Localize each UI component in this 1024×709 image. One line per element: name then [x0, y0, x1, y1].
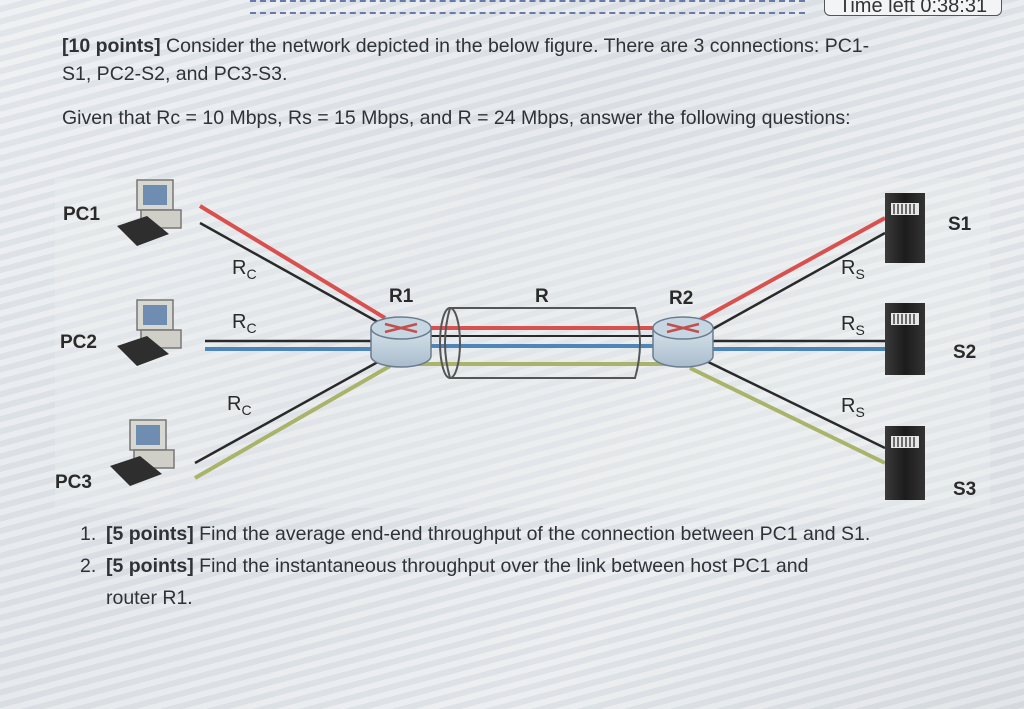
label-s1: S1	[948, 214, 972, 235]
r-link-pipe-end	[439, 307, 461, 379]
router-r1	[370, 316, 432, 368]
pc3-olive-path	[194, 364, 391, 480]
subquestion-1-text: Find the average end-end throughput of t…	[193, 523, 871, 545]
s1-server-icon	[885, 193, 925, 263]
subquestion-1: 1. [5 points] Find the average end-end th…	[80, 518, 870, 550]
label-rs-1: RS	[841, 257, 865, 282]
pc3-r1-link	[194, 356, 386, 465]
r2-s3-link	[699, 356, 886, 450]
label-rs-3: RS	[841, 395, 865, 420]
question-line-1: [10 points] Consider the network depicte…	[62, 32, 869, 60]
subquestion-2-number: 2.	[80, 555, 97, 577]
r2-s1-link	[699, 231, 886, 338]
s2-server-icon	[885, 303, 925, 375]
pc2-computer-icon	[117, 299, 182, 366]
subquestion-2-points: [5 points]	[106, 555, 194, 577]
figure-panel	[55, 178, 990, 508]
label-r: R	[535, 286, 549, 307]
label-s2: S2	[953, 342, 976, 363]
pc1-computer-icon	[117, 179, 182, 246]
label-rs-2: RS	[841, 313, 865, 338]
label-rc-1: RC	[232, 257, 257, 282]
s1-red-path	[684, 216, 886, 330]
subquestion-2-text: Find the instantaneous throughput over t…	[193, 555, 809, 577]
subquestion-1-points: [5 points]	[106, 523, 194, 545]
label-rc-3: RC	[227, 393, 252, 418]
label-rc-2: RC	[232, 311, 257, 336]
question-points: [10 points]	[62, 35, 161, 57]
subquestion-2-text-cont: router R1.	[106, 587, 193, 609]
label-s3: S3	[953, 479, 976, 500]
subquestion-1-number: 1.	[80, 523, 97, 545]
given-line: Given that Rc = 10 Mbps, Rs = 15 Mbps, a…	[62, 107, 851, 129]
label-pc2: PC2	[60, 332, 97, 353]
subquestion-2-continued: router R1.	[80, 582, 870, 614]
s3-server-icon	[885, 426, 925, 500]
pc3-computer-icon	[110, 419, 175, 486]
question-line-2: S1, PC2-S2, and PC3-S3.	[62, 63, 288, 85]
label-pc3: PC3	[55, 472, 92, 493]
subquestion-2: 2. [5 points] Find the instantaneous thro…	[80, 550, 870, 582]
time-left-display: Time left 0:38:31	[824, 0, 1002, 17]
label-r2: R2	[669, 288, 693, 309]
pc1-r1-link	[199, 221, 386, 328]
progress-dashes	[250, 0, 805, 14]
pc1-red-path	[198, 204, 387, 320]
network-diagram: PC1 PC2 PC3 S1 S2 S3 R1 R R2 RC RC RC RS…	[55, 178, 990, 508]
network-figure: PC1 PC2 PC3 S1 S2 S3 R1 R R2 RC RC RC RS…	[55, 178, 990, 513]
router-r2	[652, 316, 714, 368]
label-r1: R1	[389, 286, 414, 307]
question-text-1: Consider the network depicted in the bel…	[160, 35, 870, 57]
subquestion-list: 1. [5 points] Find the average end-end th…	[80, 518, 870, 614]
label-pc1: PC1	[63, 204, 100, 225]
r-link-pipe	[444, 307, 641, 379]
s3-olive-path	[689, 366, 886, 465]
